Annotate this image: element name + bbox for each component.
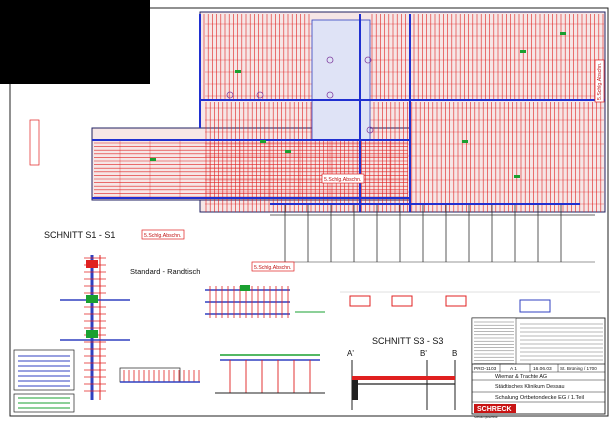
- plan-tag-4: 5.Schlg.Abschn.: [597, 63, 603, 101]
- section-s3-drawing: [351, 360, 456, 410]
- section-marker-a: A': [347, 349, 354, 358]
- floor-plan: 5.Schlg.Abschn. 5.Schlg.Abschn. 5.Schlg.…: [29, 11, 606, 272]
- plan-tag-2: 5.Schlg.Abschn.: [324, 177, 362, 183]
- plan-void-area: [311, 19, 371, 141]
- axis-grid-bottom: [270, 205, 595, 263]
- plan-tag-1: 5.Schlg.Abschn.: [144, 233, 182, 239]
- section-marker-b-prime: B': [420, 349, 427, 358]
- green-markers: [150, 32, 566, 178]
- title-drawn-by: St. Brüning / 1700: [560, 366, 597, 371]
- detail-standard-edge-label: Standard - Randtisch: [130, 267, 200, 276]
- title-client: Wiemar & Trachte AG: [495, 374, 547, 380]
- section-s1-title: SCHNITT S1 - S1: [44, 230, 115, 240]
- title-drawing: Schalung Ortbetondecke EG / 1.Teil: [495, 395, 584, 401]
- title-block: PRO-1103 A 1 16.06.03 St. Brüning / 1700…: [471, 317, 606, 419]
- company-sub: Schalungstechnik: [474, 415, 498, 419]
- company-logo-box: [474, 404, 516, 413]
- title-site: Städtisches Klinikum Dessau: [495, 384, 565, 390]
- section-s1-drawing: [60, 255, 130, 400]
- plan-tag-3: 5.Schlg.Abschn.: [254, 265, 292, 271]
- main-beams: [92, 14, 605, 212]
- section-marker-b: B: [452, 349, 457, 358]
- plan-tags: 5.Schlg.Abschn. 5.Schlg.Abschn. 5.Schlg.…: [141, 59, 605, 272]
- redaction-block: [0, 0, 150, 84]
- section-s3-title: SCHNITT S3 - S3: [372, 336, 443, 346]
- middle-details: [119, 285, 325, 394]
- company-logo: SCHRECK: [477, 406, 512, 413]
- legend-tables: [13, 349, 75, 413]
- column-circles: [226, 56, 374, 134]
- title-date: 16.06.03: [533, 366, 552, 372]
- title-project-no: PRO-1103: [474, 366, 497, 372]
- title-scale: A 1: [510, 366, 517, 372]
- upper-right-details: [340, 291, 600, 313]
